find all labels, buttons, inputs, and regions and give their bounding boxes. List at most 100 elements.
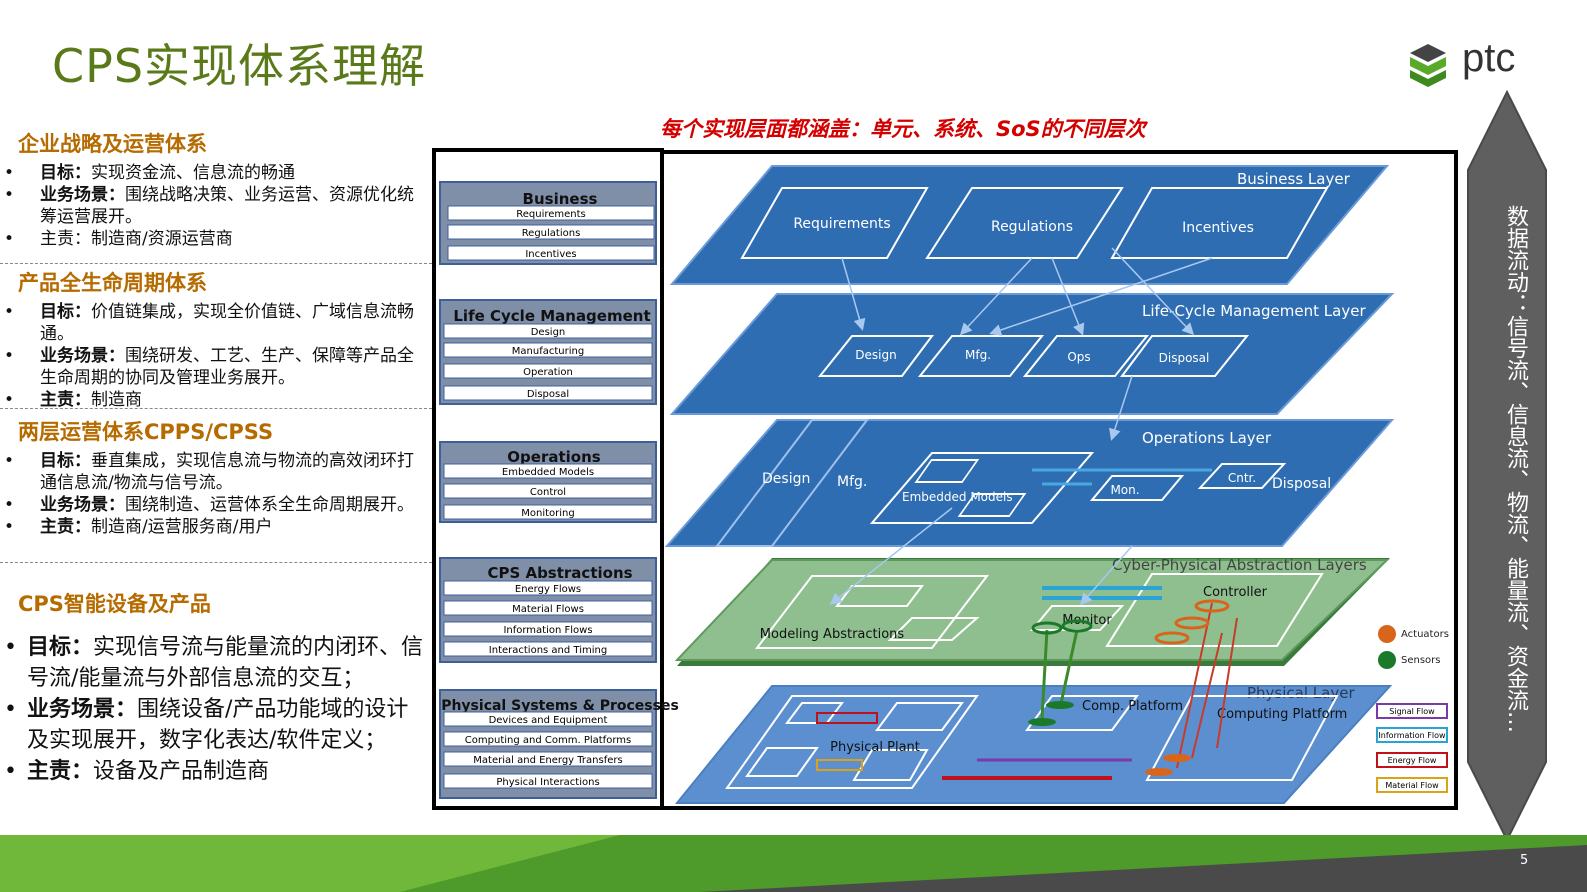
svg-text:Ops: Ops [1067, 350, 1090, 364]
svg-text:Monitor: Monitor [1062, 613, 1112, 628]
svg-text:Material Flow: Material Flow [1385, 781, 1439, 790]
svg-text:Cntr.: Cntr. [1228, 471, 1256, 485]
svg-text:Information Flows: Information Flows [503, 625, 592, 636]
list-item: 目标：实现信号流与能量流的内闭环、信号流/能量流与外部信息流的交互； [0, 632, 432, 694]
list-item: 业务场景：围绕制造、运营体系全生命周期展开。 [0, 494, 432, 516]
side-box-physical: Physical Systems & Processes Devices and… [439, 689, 679, 799]
svg-text:Operations: Operations [507, 448, 600, 466]
sensor-links [1028, 619, 1093, 726]
svg-text:Disposal: Disposal [527, 389, 569, 400]
list-item: 业务场景：围绕设备/产品功能域的设计及实现展开，数字化表达/软件定义； [0, 694, 432, 756]
list-item: 目标：实现资金流、信息流的畅通 [0, 162, 432, 184]
list-item: 目标：垂直集成，实现信息流与物流的高效闭环打通信息流/物流与信号流。 [0, 450, 432, 494]
cps-layer-diagram: Business Requirements Regulations Incent… [432, 148, 1458, 810]
list-item: 业务场景：围绕研发、工艺、生产、保障等产品全生命周期的协同及管理业务展开。 [0, 345, 432, 389]
svg-text:Disposal: Disposal [1272, 476, 1331, 492]
svg-text:Information Flow: Information Flow [1378, 731, 1446, 740]
ptc-logo-icon [1410, 44, 1446, 87]
svg-text:Manufacturing: Manufacturing [512, 346, 584, 357]
divider [0, 562, 432, 563]
section-heading: 两层运营体系CPPS/CPSS [18, 420, 274, 444]
svg-text:Operation: Operation [523, 367, 573, 378]
svg-text:Modeling Abstractions: Modeling Abstractions [760, 627, 905, 642]
side-box-business: Business Requirements Regulations Incent… [439, 181, 657, 265]
svg-text:Interactions and Timing: Interactions and Timing [489, 645, 607, 656]
svg-text:Physical Interactions: Physical Interactions [496, 777, 599, 788]
connector-arrows [829, 247, 1213, 606]
side-box-lifecycle: Life Cycle Management Design Manufacturi… [439, 299, 657, 405]
section-heading: 产品全生命周期体系 [18, 271, 207, 295]
section-lifecycle: 产品全生命周期体系 目标：价值链集成，实现全价值链、广域信息流畅通。 业务场景：… [0, 267, 432, 411]
section-heading: 企业战略及运营体系 [18, 132, 207, 156]
svg-text:Sensors: Sensors [1401, 655, 1441, 666]
ptc-logo [1410, 44, 1446, 87]
list-item: 主责：制造商/资源运营商 [0, 228, 432, 250]
legend-actuators: Actuators [1378, 625, 1449, 643]
svg-text:Operations Layer: Operations Layer [1142, 429, 1272, 447]
svg-text:Incentives: Incentives [525, 249, 576, 260]
svg-text:Business Layer: Business Layer [1237, 170, 1351, 188]
svg-text:Actuators: Actuators [1401, 629, 1449, 640]
svg-text:Business: Business [523, 190, 598, 208]
svg-text:Energy Flow: Energy Flow [1388, 756, 1437, 765]
section-operations: 两层运营体系CPPS/CPSS 目标：垂直集成，实现信息流与物流的高效闭环打通信… [0, 416, 432, 538]
data-flow-text: 数据流动：信号流、信息流、物流、能量流、资金流… [1503, 205, 1528, 733]
abstraction-layer: Cyber-Physical Abstraction Layers Modeli… [674, 556, 1390, 666]
page-title: CPS实现体系理解 [52, 39, 427, 93]
section-enterprise: 企业战略及运营体系 目标：实现资金流、信息流的畅通 业务场景：围绕战略决策、业务… [0, 128, 432, 250]
svg-text:Physical Systems & Processes: Physical Systems & Processes [441, 698, 679, 714]
svg-text:Mfg.: Mfg. [837, 474, 867, 490]
list-item: 目标：价值链集成，实现全价值链、广域信息流畅通。 [0, 301, 432, 345]
svg-text:Cyber-Physical Abstraction Lay: Cyber-Physical Abstraction Layers [1112, 556, 1367, 574]
page-number: 5 [1520, 853, 1529, 868]
logo-text: ptc [1462, 36, 1516, 80]
flow-legend: Signal Flow Information Flow Energy Flow… [1376, 703, 1448, 793]
svg-text:Comp. Platform: Comp. Platform [1082, 699, 1183, 714]
legend-sensors: Sensors [1378, 651, 1441, 669]
side-box-cps-abstractions: CPS Abstractions Energy Flows Material F… [439, 557, 657, 663]
svg-text:Devices and Equipment: Devices and Equipment [489, 715, 608, 726]
svg-text:Requirements: Requirements [516, 209, 586, 220]
svg-text:Life-Cycle Management Layer: Life-Cycle Management Layer [1142, 302, 1366, 320]
svg-text:Control: Control [530, 487, 566, 498]
operations-layer: Operations Layer Design Mfg. Embedded Mo… [664, 419, 1395, 547]
list-item: 主责：制造商/运营服务商/用户 [0, 516, 432, 538]
svg-text:Computing and Comm. Platforms: Computing and Comm. Platforms [465, 735, 631, 746]
footer-bar [0, 835, 1587, 892]
svg-text:Material and Energy Transfer: Material and Energy Transfers [473, 755, 622, 766]
divider [0, 263, 432, 264]
side-box-operations: Operations Embedded Models Control Monit… [439, 441, 657, 523]
svg-text:Regulations: Regulations [522, 228, 581, 239]
svg-text:Signal Flow: Signal Flow [1389, 707, 1435, 716]
section-devices: CPS智能设备及产品 目标：实现信号流与能量流的内闭环、信号流/能量流与外部信息… [0, 588, 432, 787]
lifecycle-layer: Life-Cycle Management Layer Design Mfg. … [669, 293, 1395, 415]
section-heading: CPS智能设备及产品 [18, 592, 211, 616]
list-item: 主责：设备及产品制造商 [0, 756, 432, 787]
svg-text:CPS Abstractions: CPS Abstractions [487, 564, 632, 582]
svg-text:Design: Design [855, 348, 896, 362]
svg-text:Mfg.: Mfg. [965, 348, 991, 362]
svg-text:Mon.: Mon. [1110, 483, 1139, 497]
svg-text:Disposal: Disposal [1159, 351, 1210, 365]
svg-text:Incentives: Incentives [1182, 220, 1254, 236]
svg-text:Computing Platform: Computing Platform [1217, 707, 1347, 722]
svg-text:Material Flows: Material Flows [512, 604, 584, 615]
svg-text:Life Cycle Management: Life Cycle Management [453, 307, 650, 325]
svg-text:Embedded Models: Embedded Models [902, 490, 1013, 504]
svg-text:Physical Plant: Physical Plant [830, 740, 920, 755]
physical-layer: Physical Layer Physical Plant Comp. Plat… [674, 684, 1393, 804]
banner-text: 每个实现层面都涵盖：单元、系统、SoS的不同层次 [660, 117, 1146, 141]
list-item: 主责：制造商 [0, 389, 432, 411]
actuator-links [1145, 599, 1238, 776]
divider [0, 408, 432, 409]
list-item: 业务场景：围绕战略决策、业务运营、资源优化统筹运营展开。 [0, 184, 432, 228]
svg-text:Energy Flows: Energy Flows [515, 584, 581, 595]
svg-text:Regulations: Regulations [991, 219, 1073, 235]
svg-text:Design: Design [762, 471, 810, 487]
svg-text:Requirements: Requirements [793, 216, 890, 232]
business-layer: Business Layer Requirements Regulations … [669, 165, 1390, 285]
svg-text:Monitoring: Monitoring [521, 508, 574, 519]
svg-text:Controller: Controller [1203, 585, 1268, 600]
svg-text:Physical Layer: Physical Layer [1247, 684, 1355, 702]
svg-text:Embedded Models: Embedded Models [502, 467, 594, 478]
